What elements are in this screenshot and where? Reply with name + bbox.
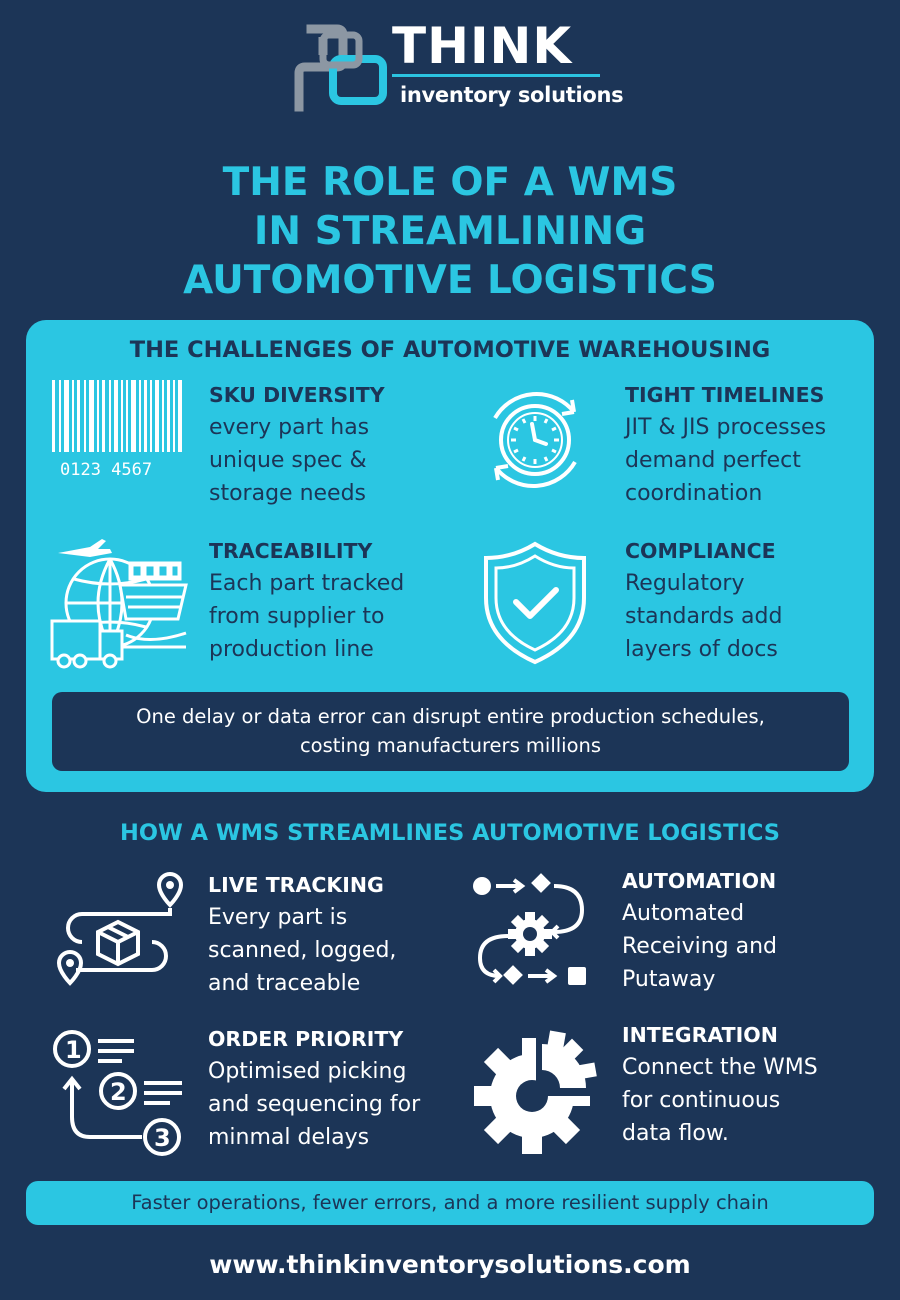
challenge-title-timelines: TIGHT TIMELINES — [625, 383, 825, 407]
svg-text:2: 2 — [110, 1078, 127, 1106]
brand-name: THINK — [392, 17, 573, 75]
wms-title-tracking: LIVE TRACKING — [208, 873, 384, 897]
challenge-title-traceability: TRACEABILITY — [209, 539, 373, 563]
logo-mark-icon — [293, 24, 393, 112]
wms-text-priority: Optimised picking and sequencing for min… — [208, 1059, 421, 1150]
workflow-gear-icon — [470, 872, 595, 997]
challenges-heading: THE CHALLENGES OF AUTOMOTIVE WAREHOUSING — [129, 337, 771, 363]
wms-text-automation: Automated Receiving and Putaway — [622, 901, 777, 992]
challenge-text-timelines: JIT & JIS processes demand perfect coord… — [625, 415, 827, 506]
barcode-number: 0123 4567 — [60, 460, 152, 480]
title-line-1: THE ROLE OF A WMS — [222, 160, 678, 205]
wms-title-priority: ORDER PRIORITY — [208, 1027, 404, 1051]
challenge-title-sku: SKU DIVERSITY — [209, 383, 385, 407]
wms-text-tracking: Every part is scanned, logged, and trace… — [208, 905, 397, 996]
wms-text-integration: Connect the WMS for continuous data flow… — [622, 1055, 818, 1146]
challenges-note-text: One delay or data error can disrupt enti… — [136, 705, 765, 757]
global-shipping-icon — [50, 535, 190, 670]
brand-tagline: inventory solutions — [400, 83, 624, 107]
challenge-text-sku: every part has unique spec & storage nee… — [209, 415, 370, 506]
challenge-text-traceability: Each part tracked from supplier to produ… — [209, 571, 405, 662]
website-link[interactable]: www.thinkinventorysolutions.com — [209, 1250, 691, 1279]
streamlines-heading: HOW A WMS STREAMLINES AUTOMOTIVE LOGISTI… — [120, 820, 780, 846]
clock-icon — [470, 380, 600, 500]
svg-text:1: 1 — [65, 1036, 82, 1064]
title-line-3: AUTOMOTIVE LOGISTICS — [183, 258, 717, 303]
logo-divider — [392, 74, 600, 77]
svg-text:3: 3 — [154, 1124, 171, 1152]
challenge-text-compliance: Regulatory standards add layers of docs — [625, 571, 783, 662]
numbered-steps-icon: 1 2 3 — [50, 1025, 190, 1160]
package-route-icon — [52, 870, 184, 995]
title-line-2: IN STREAMLINING — [253, 209, 647, 254]
wms-title-automation: AUTOMATION — [622, 869, 777, 893]
split-gear-icon — [472, 1026, 602, 1156]
wms-title-integration: INTEGRATION — [622, 1023, 778, 1047]
challenges-note: One delay or data error can disrupt enti… — [52, 692, 849, 771]
page-title: THE ROLE OF A WMS IN STREAMLINING AUTOMO… — [0, 158, 900, 305]
summary-bar: Faster operations, fewer errors, and a m… — [26, 1181, 874, 1225]
challenge-title-compliance: COMPLIANCE — [625, 539, 776, 563]
shield-check-icon — [480, 540, 590, 666]
barcode-icon: 0123 4567 — [50, 380, 188, 480]
